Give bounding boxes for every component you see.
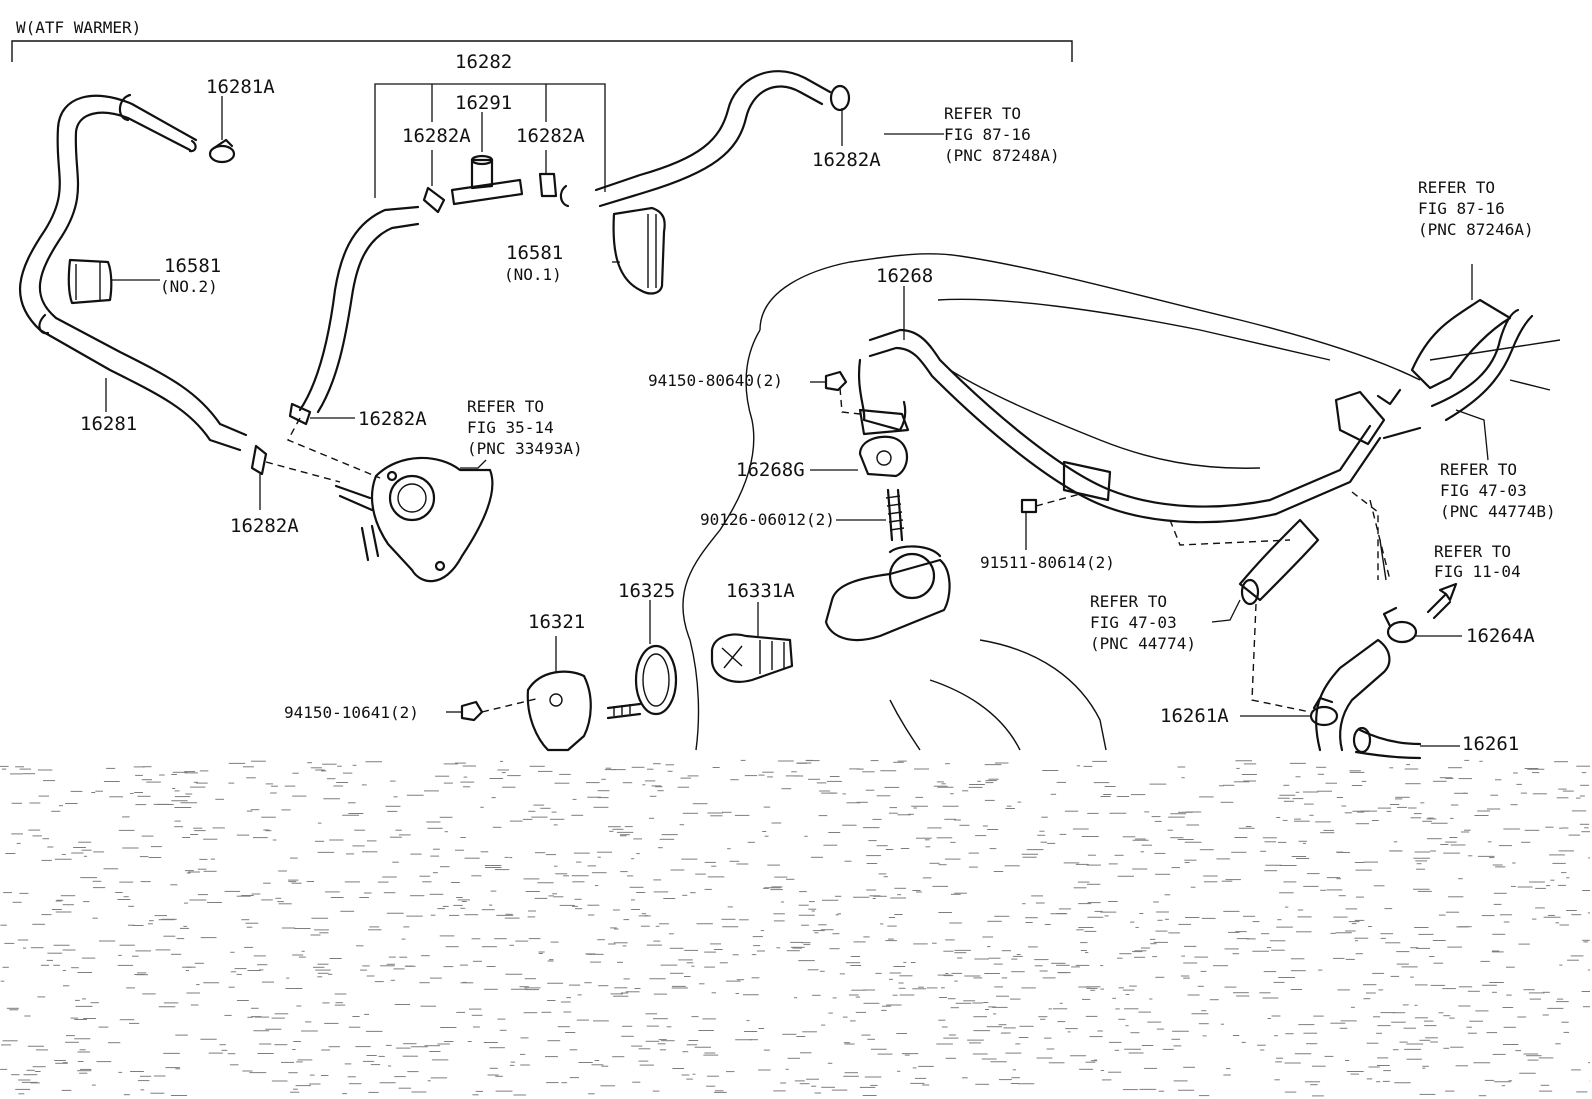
ref-35-14-line3: (PNC 33493A): [467, 439, 583, 458]
thermostat-16331A: [710, 633, 794, 683]
nut-94150-10641: [460, 697, 541, 722]
label-16261A: 16261A: [1160, 705, 1229, 727]
bolt-91511-80614: [1020, 493, 1081, 514]
pipe-16268: [858, 328, 1422, 524]
atf-warmer-unit: [334, 456, 494, 583]
leader-lines: [105, 83, 1489, 747]
label-16282A-c: 16282A: [812, 149, 881, 171]
stud-90126-06012: [885, 488, 905, 542]
label-16281A: 16281A: [206, 76, 275, 98]
arrow-refer-11-04: [1426, 582, 1458, 620]
union-16291: [450, 154, 524, 206]
clamp-16281A: [208, 138, 236, 164]
label-16264A: 16264A: [1466, 625, 1535, 647]
gasket-16325: [634, 644, 678, 716]
dash-link-5: [1351, 491, 1379, 580]
nut-94150-80640: [824, 370, 848, 392]
label-16282: 16282: [455, 51, 512, 73]
label-16282A-d: 16282A: [358, 408, 427, 430]
scan-noise-band: [0, 759, 1590, 1097]
ref-87-16a-line1: REFER TO: [944, 104, 1021, 123]
label-16325: 16325: [618, 580, 675, 602]
label-16581-no2-sub: (NO.2): [160, 277, 218, 296]
hose-16282: [298, 70, 832, 414]
section-title: W(ATF WARMER): [16, 18, 141, 37]
inlet-16321: [526, 670, 642, 752]
label-16581-no1: 16581: [506, 242, 563, 264]
ref-47-03b-line3: (PNC 44774): [1090, 634, 1196, 653]
dash-link-2: [265, 461, 341, 483]
label-16282A-b: 16282A: [516, 125, 585, 147]
ref-35-14-line1: REFER TO: [467, 397, 544, 416]
ref-87-16a-line3: (PNC 87248A): [944, 146, 1060, 165]
label-16321: 16321: [528, 611, 585, 633]
hose-refer-44774: [1238, 518, 1320, 606]
protector-16581-no1: [612, 206, 666, 295]
ref-87-16b-line3: (PNC 87246A): [1418, 220, 1534, 239]
label-91511-80614: 91511-80614(2): [980, 553, 1115, 572]
ref-11-04-line2: FIG 11-04: [1434, 562, 1521, 581]
ref-47-03a-line2: FIG 47-03: [1440, 481, 1527, 500]
ref-87-16a-line2: FIG 87-16: [944, 125, 1031, 144]
label-16581-no1-sub: (NO.1): [504, 265, 562, 284]
label-90126-06012: 90126-06012(2): [700, 510, 835, 529]
label-94150-10641: 94150-10641(2): [284, 703, 419, 722]
label-16282A-e: 16282A: [230, 515, 299, 537]
label-16268: 16268: [876, 265, 933, 287]
clamps-16282A: [250, 84, 851, 476]
ref-87-16b-line2: FIG 87-16: [1418, 199, 1505, 218]
dash-link-1: [287, 417, 381, 479]
label-16282A-a: 16282A: [402, 125, 471, 147]
thermostat-housing: [824, 545, 951, 642]
label-16331A: 16331A: [726, 580, 795, 602]
label-16291: 16291: [455, 92, 512, 114]
ref-35-14-line2: FIG 35-14: [467, 418, 554, 437]
label-94150-80640: 94150-80640(2): [648, 371, 783, 390]
ref-47-03b-line2: FIG 47-03: [1090, 613, 1177, 632]
ref-47-03b-line1: REFER TO: [1090, 592, 1167, 611]
clamp-16264A: [1382, 606, 1418, 644]
ref-47-03a-line3: (PNC 44774B): [1440, 502, 1556, 521]
dash-link-3: [839, 387, 861, 415]
dash-link-4: [1251, 603, 1311, 713]
clamp-16261A: [1309, 696, 1339, 727]
hose-16281: [18, 93, 248, 452]
label-16581-no2: 16581: [164, 255, 221, 277]
engine-outline: [682, 253, 1561, 751]
hose-refer-87246A: [1410, 298, 1534, 422]
ref-47-03a-line1: REFER TO: [1440, 460, 1517, 479]
ref-87-16b-line1: REFER TO: [1418, 178, 1495, 197]
ref-11-04-line1: REFER TO: [1434, 542, 1511, 561]
protector-16581-no2: [67, 258, 113, 305]
section-bracket: [11, 40, 1073, 62]
hose-16261: [1315, 638, 1422, 760]
label-16261: 16261: [1462, 733, 1519, 755]
gasket-16268G: [858, 435, 909, 478]
label-16281: 16281: [80, 413, 137, 435]
label-16268G: 16268G: [736, 459, 805, 481]
